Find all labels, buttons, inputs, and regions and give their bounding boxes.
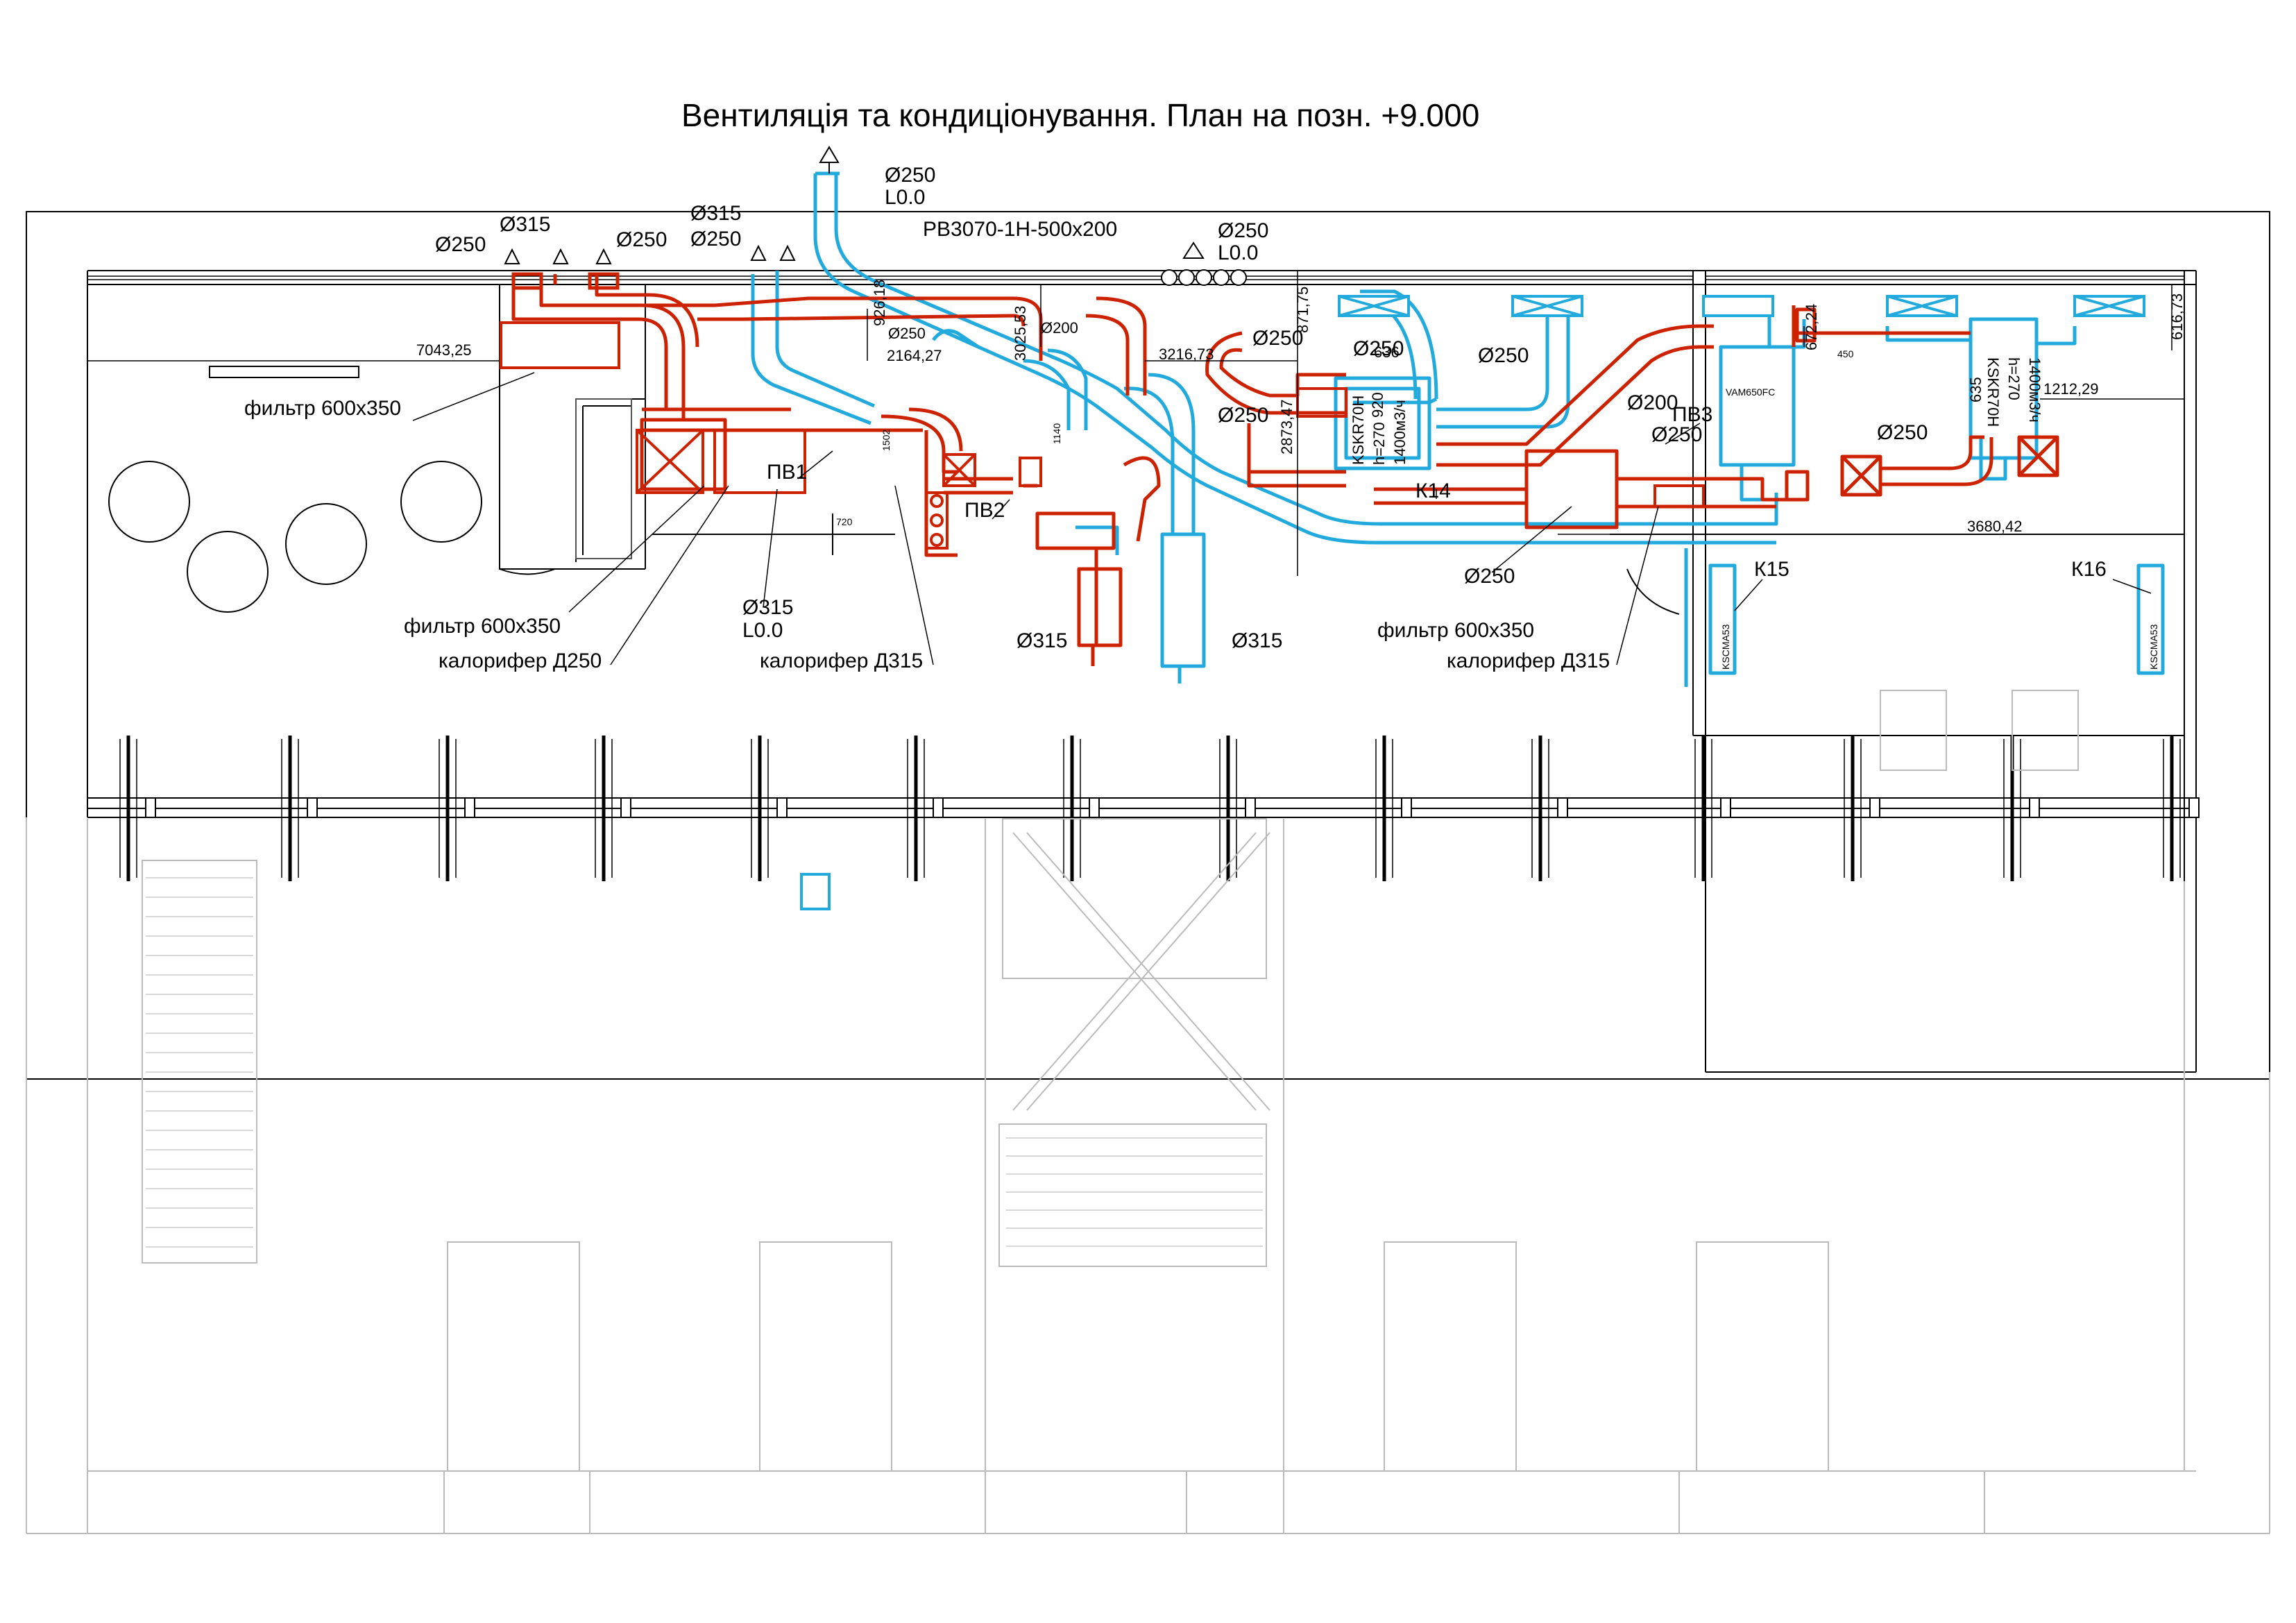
supply-roof-intakes: [511, 272, 620, 290]
label-d200-right: Ø200: [1627, 391, 1678, 414]
column: [1531, 736, 1568, 881]
column: [439, 736, 475, 881]
column: [2163, 736, 2200, 881]
label-ksk-1b: h=270: [1370, 422, 1388, 465]
label-k16: К16: [2071, 558, 2107, 581]
dimension-lines: [87, 271, 2184, 576]
label-d250-pv1: Ø250: [888, 325, 926, 342]
facade-top: [87, 275, 2184, 280]
label-vam: VAM650FC: [1726, 386, 1775, 398]
dim-3680: 3680,42: [1967, 518, 2023, 535]
column: [1844, 736, 1880, 881]
label-heater-250: калорифер Д250: [439, 649, 602, 672]
column: [751, 736, 788, 881]
label-ksk-1c: 1400м3/ч: [1391, 400, 1409, 465]
label-d250-k14b: Ø250: [1218, 404, 1268, 427]
label-pv2: ПВ2: [964, 499, 1005, 522]
exhaust-grilles: [800, 295, 2145, 910]
dim-1212: 1212,29: [2043, 380, 2099, 398]
label-d250-rv: Ø250: [1218, 219, 1268, 242]
column: [1694, 736, 1731, 881]
stair-lines: [146, 877, 1263, 1248]
label-d250-k14: Ø250: [1252, 327, 1303, 350]
label-filter-2: фильтр 600x350: [404, 615, 561, 638]
label-d250-bottom: Ø250: [1464, 565, 1515, 588]
label-kscm-1: KSCMA53: [1720, 624, 1731, 670]
dim-635: 635: [1967, 377, 1984, 402]
dim-616: 616,73: [2168, 294, 2186, 340]
label-l00-rv: L0.0: [1218, 241, 1258, 264]
column: [281, 736, 318, 881]
label-d315-mid: Ø315: [690, 202, 741, 225]
label-d250-exh: Ø250: [1478, 344, 1529, 367]
partition: [499, 284, 1680, 615]
label-d200-mid: Ø200: [1041, 319, 1078, 337]
label-ksk-2a: KSKR70H: [1984, 357, 2002, 427]
label-kscm-2: KSCMA53: [2148, 624, 2159, 670]
column: [595, 736, 631, 881]
dim-2873: 2873,47: [1278, 399, 1295, 454]
dim-720-a: 720: [836, 516, 853, 527]
dim-636: 636: [1374, 343, 1400, 361]
dim-450: 450: [1837, 348, 1854, 359]
label-k14: К14: [1415, 479, 1451, 502]
label-filter-1: фильтр 600x350: [244, 397, 401, 420]
round-tanks: [108, 366, 482, 613]
label-d315-pv1: Ø315: [742, 596, 793, 619]
label-pv1: ПВ1: [767, 461, 807, 484]
leader-lines: [412, 372, 2152, 665]
exhaust-ducts: [751, 171, 2165, 687]
label-ksk-2b: h=270: [2005, 357, 2023, 400]
label-heater-315-a: калорифер Д315: [760, 649, 923, 672]
label-d250-k14c: Ø250: [1353, 337, 1404, 360]
label-d315-bottom-b: Ø315: [1232, 629, 1282, 652]
dim-1502: 1502: [881, 430, 892, 451]
dim-3025: 3025,53: [1012, 305, 1029, 361]
dim-920: 920: [1369, 392, 1386, 418]
dim-2164: 2164,27: [887, 347, 942, 364]
column: [119, 736, 156, 881]
lower-building: [26, 690, 2270, 1534]
rv-dampers: [1161, 269, 1247, 286]
label-heater-315-b: калорифер Д315: [1447, 649, 1610, 672]
column-row: [119, 736, 2200, 881]
label-d250-roof: Ø250: [885, 164, 935, 187]
label-d250-right: Ø250: [1877, 421, 1928, 444]
dim-1140: 1140: [1051, 423, 1062, 444]
dim-871: 871,75: [1294, 287, 1311, 333]
label-ksk-1a: KSKR70H: [1350, 396, 1367, 465]
column: [1063, 736, 1100, 881]
label-d250-pv3: Ø250: [1651, 423, 1702, 446]
dim-3216: 3216,73: [1159, 346, 1214, 363]
label-k15: К15: [1754, 558, 1789, 581]
label-pv3: ПВ3: [1672, 403, 1712, 426]
label-l00-roof: L0.0: [885, 186, 925, 209]
label-d250-mid: Ø250: [690, 228, 741, 250]
page-title: Вентиляція та кондиціонування. План на п…: [681, 97, 1479, 133]
column: [1375, 736, 1412, 881]
label-d315-bottom-a: Ø315: [1017, 629, 1067, 652]
supply-grilles: [500, 321, 1705, 550]
label-d315-left: Ø315: [500, 213, 550, 236]
roof-markers: [504, 146, 1205, 264]
label-ksk-2c: 1400м3/ч: [2026, 357, 2043, 423]
label-d250-left: Ø250: [435, 233, 486, 256]
label-filter-3: фильтр 600x350: [1377, 619, 1534, 642]
label-l00-pv1: L0.0: [742, 619, 783, 642]
label-d250-left2: Ø250: [616, 228, 667, 251]
column: [907, 736, 944, 881]
dim-926: 926,18: [871, 280, 888, 326]
label-rv-damper: РВ3070-1Н-500x200: [923, 218, 1117, 241]
dim-7043: 7043,25: [416, 341, 472, 359]
dim-672: 672,24: [1803, 304, 1820, 350]
